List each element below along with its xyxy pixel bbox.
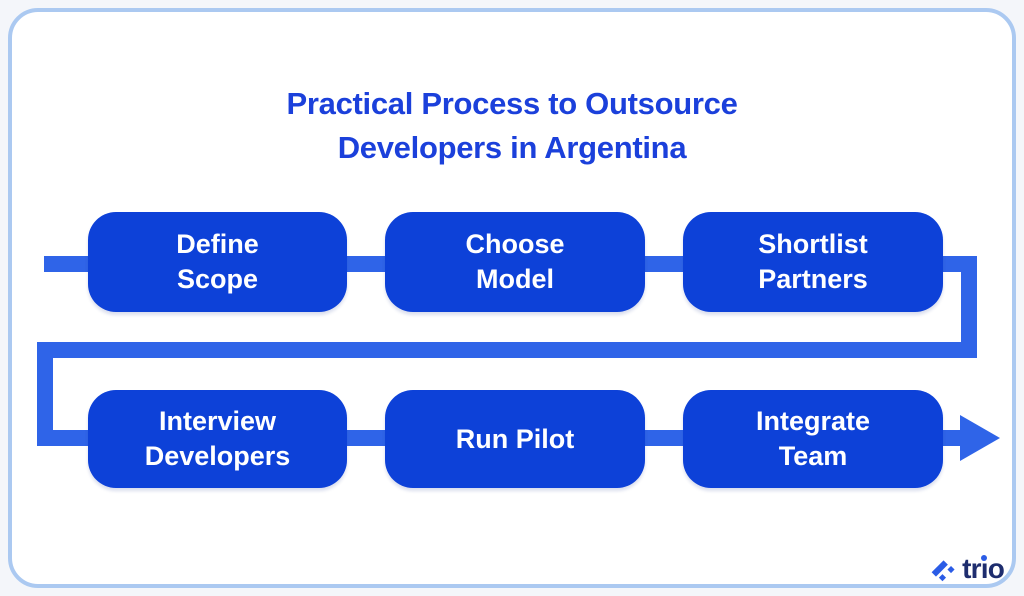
step-box-interview-developers: Interview Developers (88, 390, 347, 488)
trio-logo-mark-icon (931, 560, 955, 582)
step-box-define-scope: Define Scope (88, 212, 347, 312)
step-label: Integrate (755, 406, 871, 436)
logo-text-i: ı (980, 553, 989, 584)
step-box-shortlist-partners: Shortlist Partners (683, 212, 943, 312)
step-box-run-pilot: Run Pilot (385, 390, 645, 488)
step-label: Interview (158, 406, 277, 436)
step-label: Developers (144, 441, 291, 471)
logo-text-o: o (987, 553, 1005, 584)
page-title-line2: Developers in Argentina (337, 130, 687, 165)
flow-arrowhead-icon (960, 415, 1000, 461)
step-box-integrate-team: Integrate Team (683, 390, 943, 488)
step-label: Partners (758, 264, 868, 294)
step-label: Team (778, 441, 848, 471)
trio-logo-text: trıo (962, 553, 1005, 584)
step-label: Shortlist (758, 229, 868, 259)
step-box-choose-model: Choose Model (385, 212, 645, 312)
trio-logo: trıo (930, 553, 1005, 584)
page-title-line1: Practical Process to Outsource (286, 86, 738, 121)
logo-text-tr: tr (962, 553, 981, 584)
page-title: Practical Process to Outsource Developer… (0, 82, 1024, 170)
step-label: Run Pilot (455, 423, 575, 454)
step-label: Choose (465, 229, 565, 259)
step-label: Define (176, 229, 259, 259)
step-label: Model (476, 264, 554, 294)
step-label: Scope (176, 264, 259, 294)
